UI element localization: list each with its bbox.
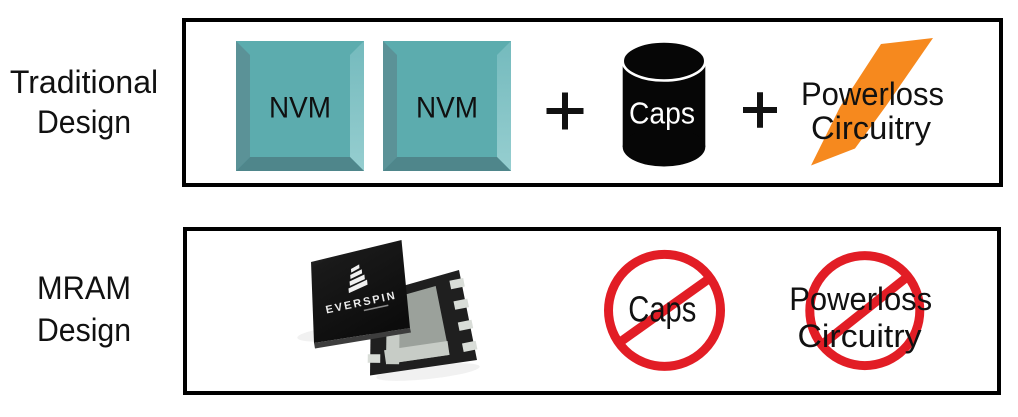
svg-text:MRAM: MRAM xyxy=(37,270,131,306)
svg-text:Caps: Caps xyxy=(629,96,695,131)
svg-text:NVM: NVM xyxy=(416,92,478,125)
svg-text:Caps: Caps xyxy=(628,288,696,329)
svg-text:Circuitry: Circuitry xyxy=(798,318,922,354)
svg-text:Design: Design xyxy=(37,312,131,348)
svg-text:Traditional: Traditional xyxy=(10,64,158,100)
svg-text:Circuitry: Circuitry xyxy=(811,110,931,146)
svg-text:NVM: NVM xyxy=(269,92,331,125)
svg-text:Design: Design xyxy=(37,104,131,140)
svg-text:Powerloss: Powerloss xyxy=(789,281,932,317)
svg-text:Powerloss: Powerloss xyxy=(801,76,944,112)
